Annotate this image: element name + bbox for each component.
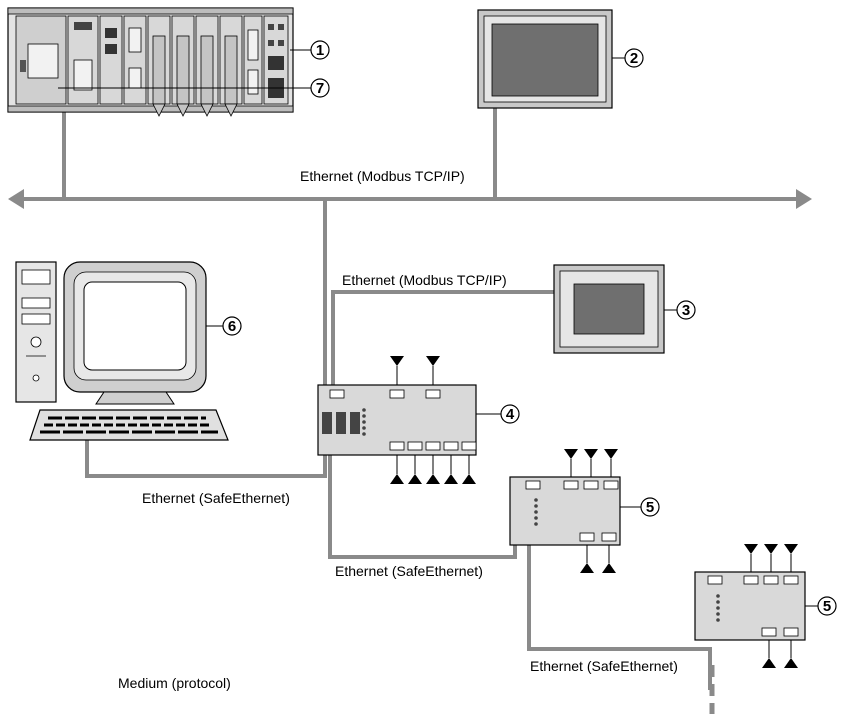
io-module-icon xyxy=(509,449,621,573)
label-backbone: Ethernet (Modbus TCP/IP) xyxy=(300,168,465,184)
label-branch: Ethernet (Modbus TCP/IP) xyxy=(342,272,507,288)
callout-label: 1 xyxy=(316,42,324,59)
callout-io-module-a: 5 xyxy=(620,497,660,517)
callout-label: 5 xyxy=(646,499,654,516)
io-module-icon xyxy=(694,544,806,668)
callout-label: 7 xyxy=(316,80,324,97)
backbone-arrow-left xyxy=(8,189,24,209)
callout-pc: 6 xyxy=(206,316,242,336)
callout-panel-small: 3 xyxy=(664,300,696,320)
safety-controller-icon xyxy=(317,356,477,484)
backbone-arrow-right xyxy=(796,189,812,209)
callout-label: 2 xyxy=(630,50,638,67)
callout-label: 6 xyxy=(228,318,236,335)
callout-plc-rack: 1 xyxy=(290,40,330,60)
callout-label: 5 xyxy=(823,598,831,615)
callout-controller: 4 xyxy=(476,404,520,424)
label-link-4-5: Ethernet (SafeEthernet) xyxy=(335,563,483,579)
callout-label: 4 xyxy=(506,406,515,423)
callout-label: 3 xyxy=(682,302,690,319)
operator-panel-icon xyxy=(477,9,613,109)
cables xyxy=(24,108,796,690)
label-pc-link: Ethernet (SafeEthernet) xyxy=(142,490,290,506)
callout-cpu-module: 7 xyxy=(58,78,330,98)
plc-rack-icon xyxy=(7,7,294,117)
link-controller-io-a xyxy=(328,455,517,559)
link-pc-controller xyxy=(85,440,327,478)
label-legend: Medium (protocol) xyxy=(118,675,231,691)
keyboard-icon xyxy=(29,409,229,441)
branch-panel-small xyxy=(331,290,554,385)
operator-panel-icon xyxy=(553,264,665,354)
workstation-icon xyxy=(15,261,207,405)
callout-panel-large: 2 xyxy=(612,48,644,68)
label-link-5-5: Ethernet (SafeEthernet) xyxy=(530,658,678,674)
callout-io-module-b: 5 xyxy=(805,596,837,616)
